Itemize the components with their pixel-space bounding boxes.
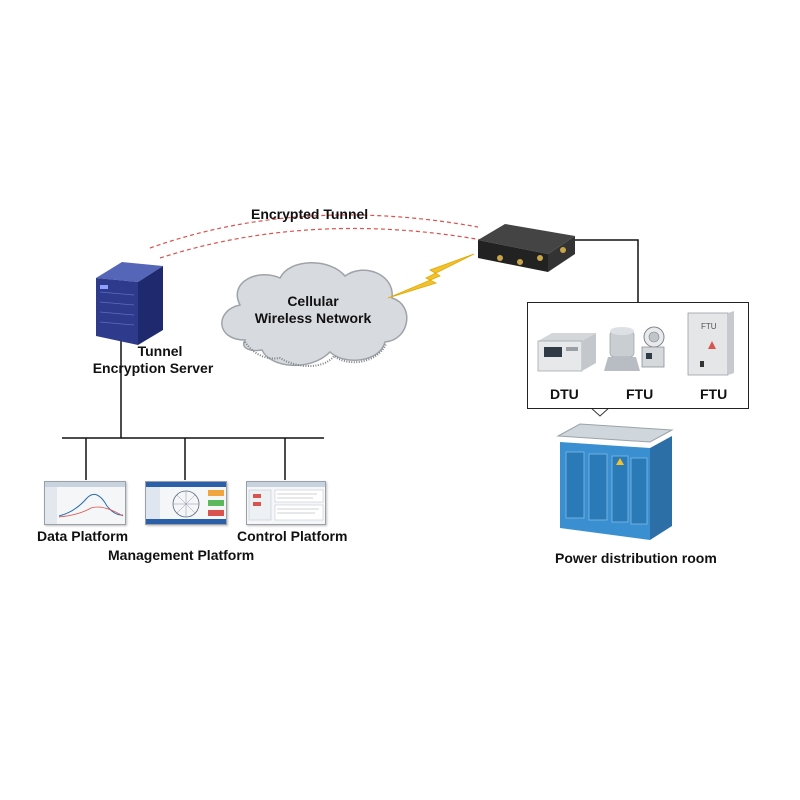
equipment-images: FTU bbox=[537, 311, 734, 376]
dtu-device-icon bbox=[537, 333, 596, 372]
management-platform-screen bbox=[145, 481, 227, 525]
server-label-line1: Tunnel bbox=[137, 343, 183, 359]
ftu-label-1: FTU bbox=[626, 386, 654, 402]
cellular-network-label: Cellular Wireless Network bbox=[243, 293, 383, 327]
power-room-label: Power distribution room bbox=[555, 550, 717, 566]
encrypted-tunnel-lines bbox=[149, 214, 483, 259]
lightning-icon bbox=[387, 253, 475, 299]
data-platform-screen bbox=[44, 481, 126, 525]
router-icon bbox=[478, 224, 575, 272]
power-cabinet-icon bbox=[556, 423, 674, 540]
dtu-label: DTU bbox=[550, 386, 579, 402]
router-to-equipment-line bbox=[575, 239, 639, 303]
control-platform-label: Control Platform bbox=[237, 528, 348, 544]
management-thumbnail bbox=[146, 482, 226, 524]
svg-text:FTU: FTU bbox=[701, 322, 717, 331]
encrypted-tunnel-label: Encrypted Tunnel bbox=[251, 206, 369, 222]
cellular-network-line2: Wireless Network bbox=[254, 310, 372, 326]
server-icon bbox=[96, 262, 163, 345]
management-platform-label: Management Platform bbox=[108, 547, 255, 563]
data-chart-thumbnail bbox=[45, 482, 125, 524]
equipment-to-room-pointer bbox=[589, 406, 611, 417]
cellular-cloud-icon bbox=[221, 262, 408, 367]
control-platform-screen bbox=[246, 481, 326, 525]
control-thumbnail bbox=[247, 482, 325, 521]
cellular-network-line1: Cellular bbox=[287, 293, 339, 309]
ftu-cabinet-icon: FTU bbox=[687, 311, 734, 376]
server-label: Tunnel Encryption Server bbox=[86, 343, 220, 377]
ftu-label-2: FTU bbox=[700, 386, 728, 402]
ftu-pole-device-icon bbox=[604, 326, 665, 371]
data-platform-label: Data Platform bbox=[37, 528, 129, 544]
terminal-equipment-box: FTU DTU FTU FTU bbox=[527, 302, 749, 409]
server-label-line2: Encryption Server bbox=[92, 360, 214, 376]
